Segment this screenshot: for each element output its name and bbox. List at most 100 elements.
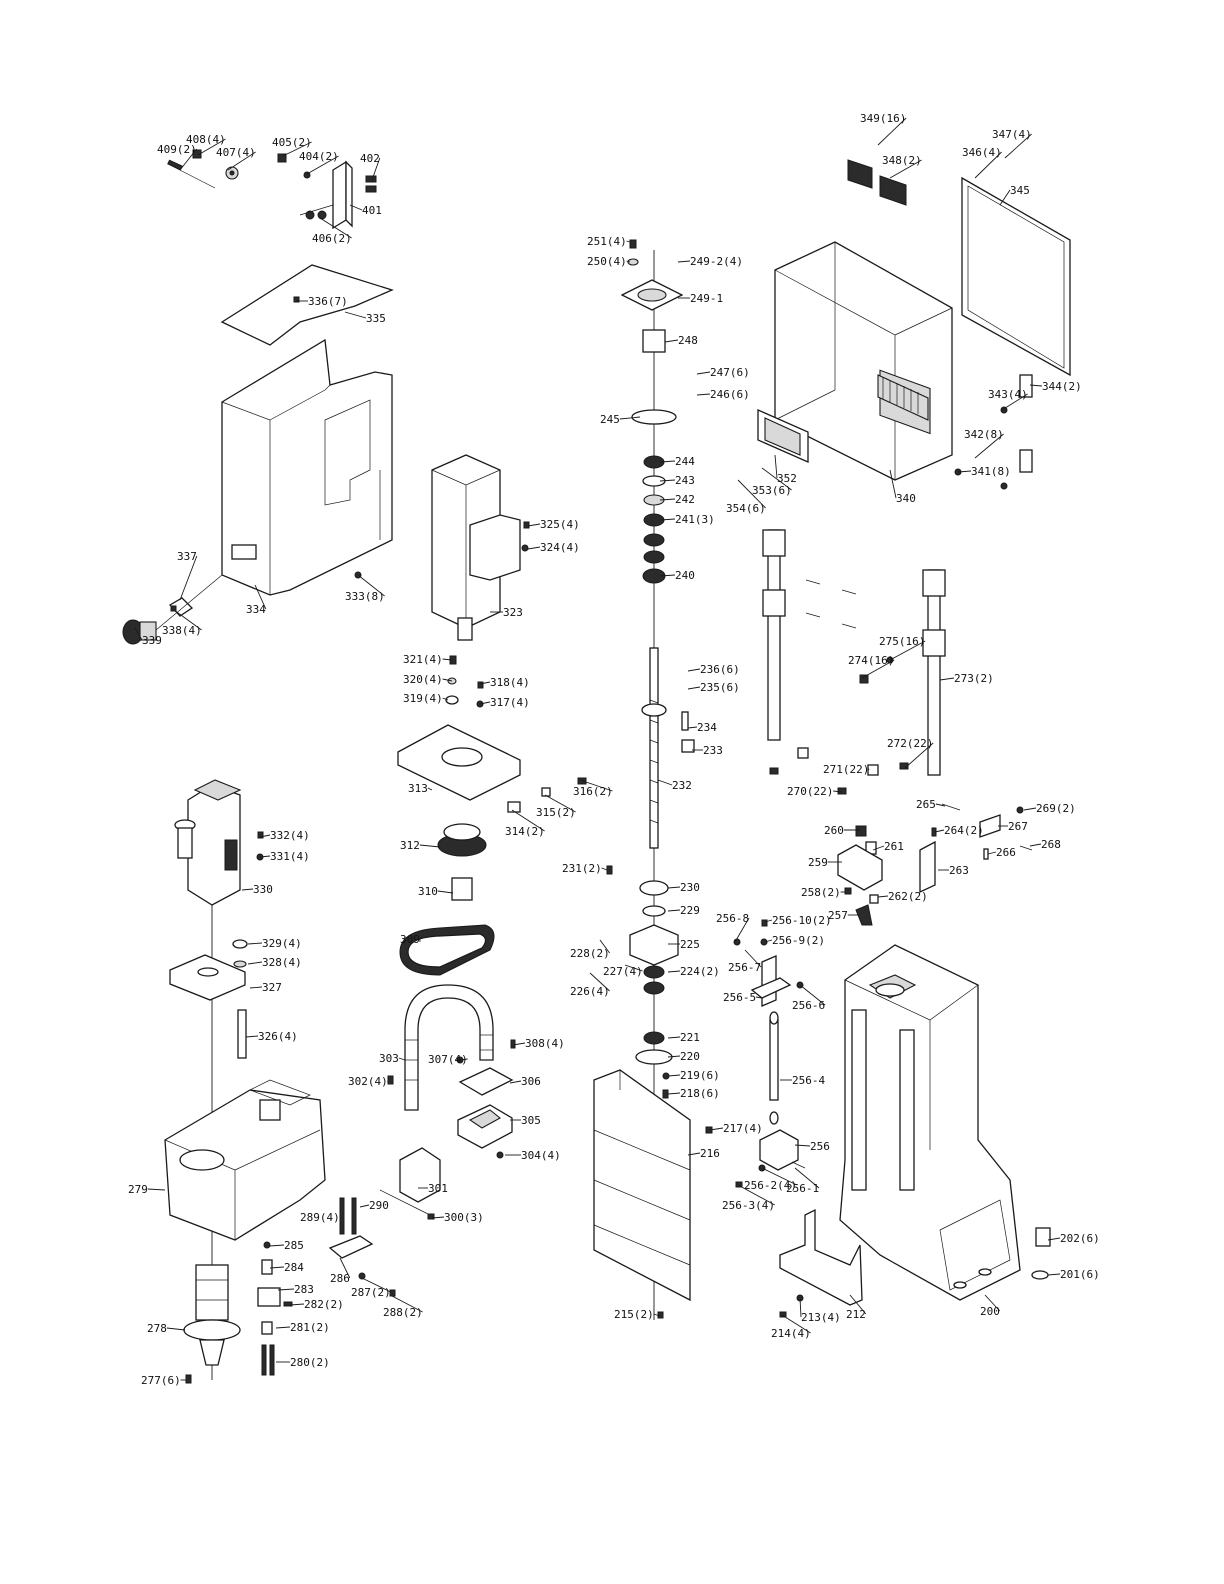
part-number-label: 262(2) xyxy=(888,890,928,903)
callout-c245: 245 xyxy=(600,413,641,426)
leader-line xyxy=(764,919,773,923)
part-number-label: 407(4) xyxy=(216,146,256,159)
part-number-label: 329(4) xyxy=(262,937,302,950)
callout-c327: 327 xyxy=(249,981,282,994)
callout-c313: 313 xyxy=(408,782,433,795)
leader-line xyxy=(1029,843,1042,847)
part-number-label: 335 xyxy=(366,312,386,325)
leader-line xyxy=(904,742,934,769)
callout-c317: 317(4) xyxy=(479,696,530,709)
part-number-label: 327 xyxy=(262,981,282,994)
callout-c283: 283 xyxy=(277,1283,314,1296)
leader-line xyxy=(664,339,679,343)
leader-line xyxy=(687,726,698,729)
part-number-label: 319(4) xyxy=(403,692,443,705)
sensor-cluster-259 xyxy=(837,803,1033,926)
leader-line xyxy=(624,964,643,972)
leader-line xyxy=(459,1058,468,1061)
leader-line xyxy=(849,1294,867,1315)
callout-c243: 243 xyxy=(659,474,695,487)
bracket-301 xyxy=(379,1147,441,1220)
leader-line xyxy=(197,138,226,156)
callout-c289: 289(4) xyxy=(300,1211,343,1224)
leader-line xyxy=(289,1303,305,1306)
leader-line xyxy=(659,479,676,482)
part-number-label: 220 xyxy=(680,1050,700,1063)
column-base-200 xyxy=(839,944,1051,1301)
leader-line xyxy=(872,845,885,851)
part-number-label: 340 xyxy=(896,492,916,505)
leader-line xyxy=(799,984,826,1006)
callout-c230: 230 xyxy=(667,881,700,894)
callout-c409: 409(2) xyxy=(157,143,197,171)
part-number-label: 257 xyxy=(828,909,848,922)
pulley-312 xyxy=(437,823,487,901)
leader-line xyxy=(984,1294,1001,1312)
callout-c314: 314(2) xyxy=(505,809,545,838)
column-cover-334 xyxy=(221,338,393,596)
callout-layer: 409(2)408(4)407(4)405(2)404(2)402401406(… xyxy=(128,112,1100,1387)
part-number-label: 277(6) xyxy=(141,1374,181,1387)
tool-clamp-280-288 xyxy=(257,1197,396,1376)
part-number-label: 308(4) xyxy=(525,1037,565,1050)
callout-c217: 217(4) xyxy=(709,1122,763,1135)
callout-c274: 274(16) xyxy=(848,654,895,679)
part-number-label: 339 xyxy=(142,634,162,647)
part-number-label: 305 xyxy=(521,1114,541,1127)
part-number-label: 263 xyxy=(949,864,969,877)
part-number-label: 246(6) xyxy=(710,388,750,401)
leader-line xyxy=(667,970,681,973)
leader-line xyxy=(794,1167,820,1189)
callout-c307: 307(4) xyxy=(428,1053,468,1066)
leader-line xyxy=(974,151,1002,179)
leader-line xyxy=(427,787,433,791)
ballscrew-thread xyxy=(649,699,659,824)
callout-c247: 247(6) xyxy=(696,366,750,379)
part-number-label: 219(6) xyxy=(680,1069,720,1082)
part-number-label: 283 xyxy=(294,1283,314,1296)
callout-c287: 287(2) xyxy=(351,1277,391,1299)
leader-line xyxy=(799,1297,802,1318)
callout-c2563: 256-3(4) xyxy=(722,1184,776,1212)
callout-c216: 216 xyxy=(687,1147,720,1160)
leader-line xyxy=(398,1057,406,1061)
leader-line xyxy=(277,1288,295,1291)
callout-c338: 338(4) xyxy=(162,609,202,637)
part-number-label: 249-2(4) xyxy=(690,255,743,268)
leader-line xyxy=(687,686,701,690)
part-number-label: 250(4) xyxy=(587,255,627,268)
callout-c341: 341(8) xyxy=(957,465,1011,478)
part-number-label: 256-5 xyxy=(723,991,756,1004)
callout-c278: 278 xyxy=(147,1322,186,1335)
callout-c218: 218(6) xyxy=(667,1087,720,1100)
callout-c345: 345 xyxy=(999,184,1030,206)
part-number-label: 303 xyxy=(379,1052,399,1065)
callout-c265: 265 xyxy=(916,798,946,811)
callout-c2565: 256-5 xyxy=(723,991,763,1004)
leader-line xyxy=(1029,384,1043,387)
callout-c285: 285 xyxy=(269,1239,304,1252)
callout-c339: 339 xyxy=(134,627,162,647)
leader-line xyxy=(359,1204,370,1208)
part-number-label: 315(2) xyxy=(536,806,576,819)
callout-c325: 325(4) xyxy=(527,518,580,531)
chain-brackets-305-306 xyxy=(457,1067,514,1159)
part-number-label: 256-9(2) xyxy=(772,934,825,947)
cabinet-340 xyxy=(757,241,953,481)
part-number-label: 320(4) xyxy=(403,673,443,686)
callout-c234: 234 xyxy=(687,721,717,734)
leader-line xyxy=(179,148,197,171)
leader-line xyxy=(833,790,843,793)
vent-grille xyxy=(877,374,929,421)
part-number-label: 215(2) xyxy=(614,1308,654,1321)
callout-c236: 236(6) xyxy=(687,663,740,676)
leader-line xyxy=(667,1055,681,1058)
part-number-label: 236(6) xyxy=(700,663,740,676)
counterbalance-256 xyxy=(733,919,806,1188)
part-number-label: 307(4) xyxy=(428,1053,468,1066)
leader-line xyxy=(442,697,449,701)
belt-309 xyxy=(399,924,495,976)
part-number-label: 284 xyxy=(284,1261,304,1274)
part-number-label: 230 xyxy=(680,881,700,894)
part-number-label: 352 xyxy=(777,472,797,485)
